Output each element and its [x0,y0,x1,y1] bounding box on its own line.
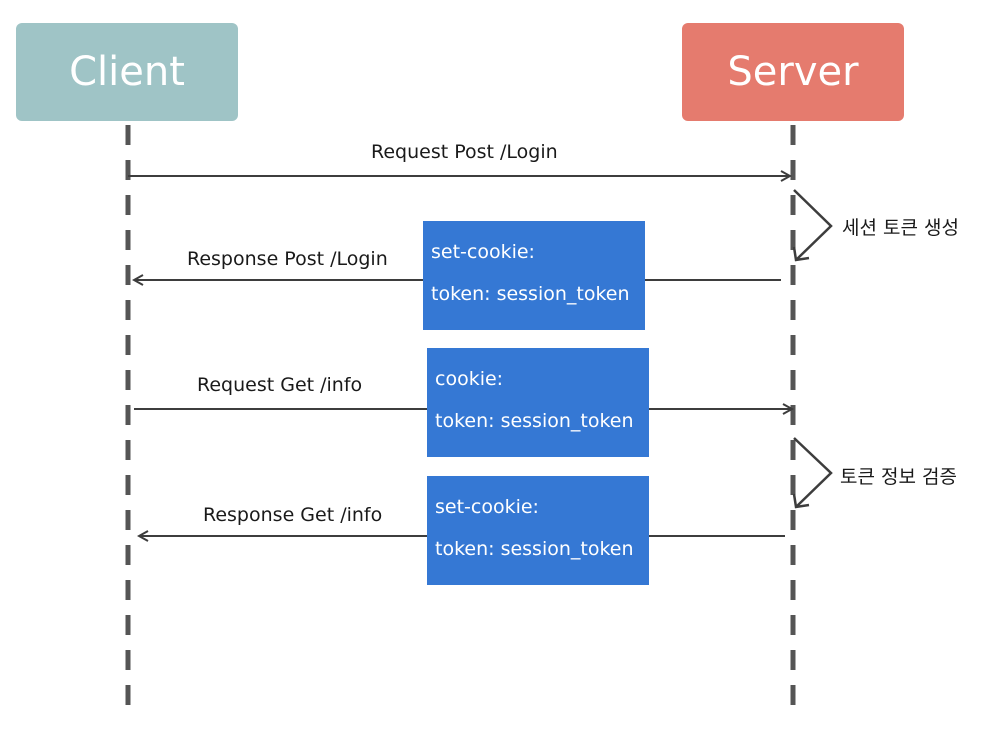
payload-response-info-line-1: set-cookie: [435,496,539,518]
self-message-verify-token [793,437,833,508]
payload-response-login-line-2: token: session_token [431,283,630,305]
self-message-create-token-head [792,246,810,262]
client-actor-label: Client [69,49,185,95]
payload-response-login-line-1: set-cookie: [431,241,535,263]
payload-request-info-line-1: cookie: [435,368,504,390]
message-label-request-info: Request Get /info [197,374,363,396]
payload-response-info-line-2: token: session_token [435,538,634,560]
server-actor-label: Server [727,49,859,95]
message-label-request-login: Request Post /Login [371,141,558,163]
note-create-token: 세션 토큰 생성 [842,217,959,239]
message-label-response-login: Response Post /Login [187,248,388,270]
note-verify-token: 토큰 정보 검증 [840,466,957,488]
payload-box-request-info: cookie: token: session_token [427,348,649,457]
server-actor-box: Server [682,23,904,121]
message-label-response-info: Response Get /info [203,504,383,526]
payload-box-response-login: set-cookie: token: session_token [423,221,645,330]
self-message-verify-token-head [792,493,810,509]
payload-request-info-line-2: token: session_token [435,410,634,432]
self-message-create-token [793,189,833,261]
client-actor-box: Client [16,23,238,121]
payload-box-response-info: set-cookie: token: session_token [427,476,649,585]
